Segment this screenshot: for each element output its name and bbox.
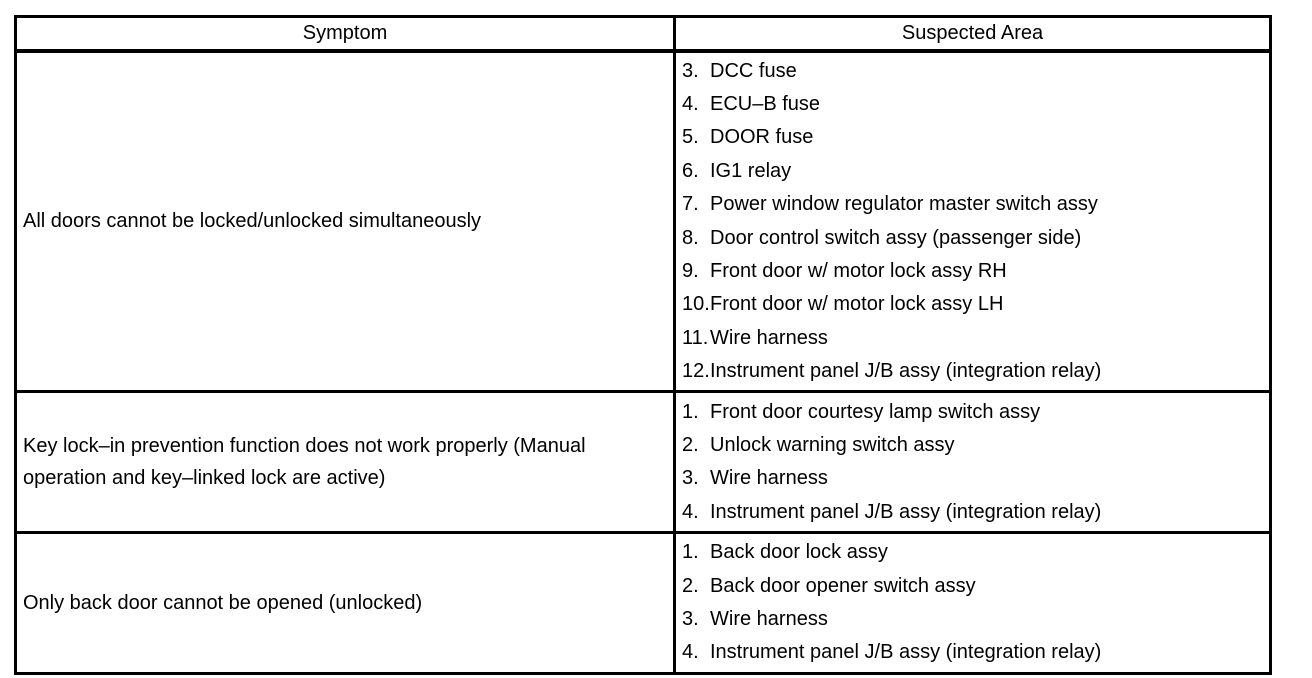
list-item-label: Power window regulator master switch ass… xyxy=(710,193,1098,216)
list-item-number: 11. xyxy=(682,326,709,349)
list-item: 4. Instrument panel J/B assy (integratio… xyxy=(682,636,1265,669)
list-item: 6. IG1 relay xyxy=(682,155,1265,188)
list-item: 3. DCC fuse xyxy=(682,55,1265,88)
list-item-label: Door control switch assy (passenger side… xyxy=(710,226,1082,249)
symptom-cell: Only back door cannot be opened (unlocke… xyxy=(14,530,676,675)
list-item: 2. Back door opener switch assy xyxy=(682,569,1265,602)
header-row: Symptom Suspected Area xyxy=(14,15,1272,53)
list-item-label: DOOR fuse xyxy=(710,126,814,149)
suspected-area-list: 1. Back door lock assy 2. Back door open… xyxy=(682,536,1265,670)
list-item-number: 3. xyxy=(682,59,699,82)
list-item: 7. Power window regulator master switch … xyxy=(682,188,1265,221)
suspected-area-column-header: Suspected Area xyxy=(673,15,1272,53)
list-item-number: 4. xyxy=(682,500,699,523)
table-header: Symptom Suspected Area xyxy=(14,15,1272,53)
list-item: 10. Front door w/ motor lock assy LH xyxy=(682,288,1265,321)
list-item: 1. Front door courtesy lamp switch assy xyxy=(682,395,1265,428)
list-item-label: Wire harness xyxy=(710,326,828,349)
list-item-label: Instrument panel J/B assy (integration r… xyxy=(710,360,1102,383)
list-item-number: 7. xyxy=(682,193,699,216)
list-item-number: 5. xyxy=(682,126,699,149)
list-item-label: Back door lock assy xyxy=(710,541,888,564)
list-item: 12. Instrument panel J/B assy (integrati… xyxy=(682,355,1265,388)
list-item: 1. Back door lock assy xyxy=(682,536,1265,569)
symptom-suspected-area-table: Symptom Suspected Area All doors cannot … xyxy=(14,15,1272,675)
list-item-label: DCC fuse xyxy=(710,59,797,82)
list-item-number: 4. xyxy=(682,641,699,664)
suspected-area-cell: 1. Back door lock assy 2. Back door open… xyxy=(673,530,1272,675)
list-item: 8. Door control switch assy (passenger s… xyxy=(682,221,1265,254)
symptom-cell: Key lock–in prevention function does not… xyxy=(14,390,676,534)
list-item-label: Instrument panel J/B assy (integration r… xyxy=(710,500,1102,523)
list-item-number: 6. xyxy=(682,159,699,182)
list-item-number: 1. xyxy=(682,541,699,564)
list-item-label: Instrument panel J/B assy (integration r… xyxy=(710,641,1102,664)
list-item-number: 8. xyxy=(682,226,699,249)
suspected-area-cell: 1. Front door courtesy lamp switch assy … xyxy=(673,390,1272,534)
list-item: 9. Front door w/ motor lock assy RH xyxy=(682,255,1265,288)
list-item-label: Front door w/ motor lock assy LH xyxy=(710,293,1004,316)
symptom-cell: All doors cannot be locked/unlocked simu… xyxy=(14,48,676,394)
list-item-number: 10. xyxy=(682,293,710,316)
list-item: 3. Wire harness xyxy=(682,462,1265,495)
list-item-label: Wire harness xyxy=(710,607,828,630)
list-item-label: Back door opener switch assy xyxy=(710,574,976,597)
table-row: Only back door cannot be opened (unlocke… xyxy=(14,530,1272,675)
symptom-column-header: Symptom xyxy=(14,15,676,53)
list-item: 5. DOOR fuse xyxy=(682,121,1265,154)
list-item-label: Unlock warning switch assy xyxy=(710,433,955,456)
suspected-area-list: 3. DCC fuse 4. ECU–B fuse 5. DOOR fuse 6… xyxy=(682,55,1265,389)
list-item-label: Front door courtesy lamp switch assy xyxy=(710,400,1041,423)
list-item: 3. Wire harness xyxy=(682,603,1265,636)
table-row: All doors cannot be locked/unlocked simu… xyxy=(14,48,1272,394)
list-item-label: ECU–B fuse xyxy=(710,93,821,116)
list-item-number: 2. xyxy=(682,574,699,597)
list-item: 4. ECU–B fuse xyxy=(682,88,1265,121)
suspected-area-cell: 3. DCC fuse 4. ECU–B fuse 5. DOOR fuse 6… xyxy=(673,48,1272,394)
list-item-number: 4. xyxy=(682,93,699,116)
table-body: All doors cannot be locked/unlocked simu… xyxy=(14,48,1272,675)
list-item-label: Wire harness xyxy=(710,467,828,490)
list-item: 11. Wire harness xyxy=(682,322,1265,355)
list-item-number: 3. xyxy=(682,607,699,630)
list-item-number: 3. xyxy=(682,467,699,490)
list-item-number: 1. xyxy=(682,400,699,423)
suspected-area-list: 1. Front door courtesy lamp switch assy … xyxy=(682,395,1265,529)
list-item-label: IG1 relay xyxy=(710,159,792,182)
list-item: 2. Unlock warning switch assy xyxy=(682,429,1265,462)
table-row: Key lock–in prevention function does not… xyxy=(14,390,1272,534)
list-item: 4. Instrument panel J/B assy (integratio… xyxy=(682,496,1265,529)
list-item-number: 9. xyxy=(682,260,699,283)
list-item-label: Front door w/ motor lock assy RH xyxy=(710,260,1007,283)
list-item-number: 2. xyxy=(682,433,699,456)
list-item-number: 12. xyxy=(682,360,710,383)
